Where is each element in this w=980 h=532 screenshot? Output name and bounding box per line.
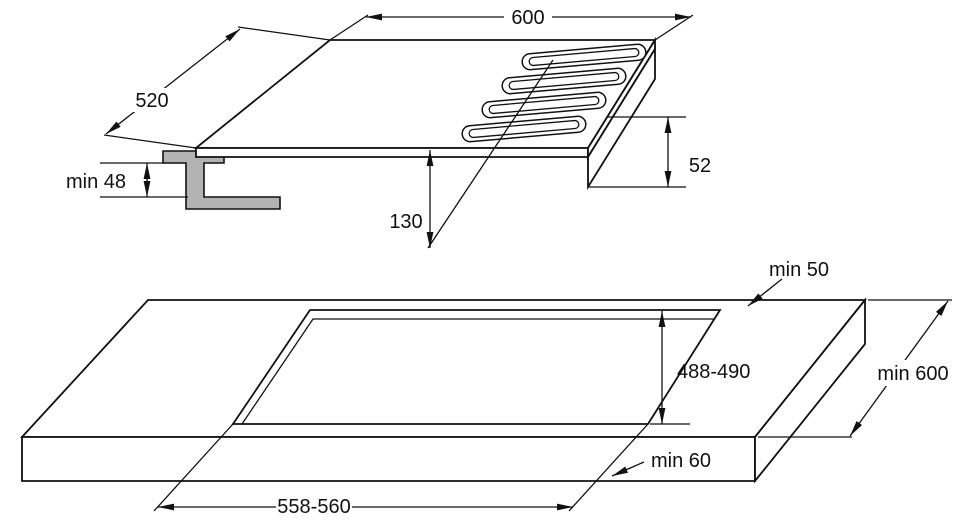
- dim-label-hob-depth: 520: [135, 90, 168, 112]
- extension-line: [103, 134, 197, 149]
- dim-front-clearance: min 60: [611, 450, 711, 477]
- dim-burner-distance: 130: [389, 150, 434, 248]
- mounting-bracket: [162, 150, 281, 210]
- dim-label-rear-clearance: min 50: [769, 259, 829, 281]
- dimension-line: [105, 28, 241, 135]
- dim-label-front-clearance: min 60: [651, 450, 711, 472]
- label-background: [276, 494, 352, 519]
- pan-support-bar: [481, 91, 607, 119]
- extension-line: [329, 14, 369, 41]
- label-background: [126, 88, 178, 112]
- dim-hob-depth: 520: [103, 26, 331, 149]
- burner-leader-line: [427, 59, 554, 249]
- dim-worktop-depth: min 600: [758, 299, 960, 438]
- dim-label-bracket-gap: min 48: [66, 171, 126, 193]
- extension-line: [153, 423, 234, 512]
- label-background: [504, 5, 552, 28]
- extension-line: [237, 26, 331, 41]
- dim-hob-width: 600: [329, 5, 694, 41]
- dim-cutout-width: 558-560: [153, 423, 649, 519]
- leader-line: [611, 461, 645, 477]
- dim-label-worktop-depth: min 600: [877, 363, 948, 385]
- dim-cutout-depth: 488-490: [650, 311, 750, 425]
- leader-line: [747, 278, 783, 307]
- worktop-view: min 50 488-490 min 600 min 60 558-5: [19, 259, 960, 519]
- pan-support-bar: [501, 67, 627, 95]
- cutout-inner-wall-line: [241, 318, 714, 425]
- label-background: [868, 360, 960, 386]
- dim-label-cutout-depth: 488-490: [677, 361, 750, 383]
- pan-support-bar: [461, 115, 587, 143]
- hob-front-edge-face: [195, 147, 589, 158]
- dim-label-hob-height: 52: [689, 155, 711, 177]
- dim-label-cutout-width: 558-560: [277, 496, 350, 518]
- extension-line: [654, 14, 694, 41]
- hob-view: 600 520 min 48 130 52: [66, 5, 711, 249]
- dim-label-burner-distance: 130: [389, 211, 422, 233]
- dim-bracket-gap: min 48: [66, 162, 188, 198]
- cutout-opening: [231, 309, 722, 425]
- pan-support-bar: [521, 43, 647, 71]
- worktop-front-face: [21, 436, 756, 482]
- extension-line: [568, 423, 649, 512]
- dim-rear-clearance: min 50: [747, 259, 829, 307]
- dim-label-hob-width: 600: [511, 7, 544, 29]
- dim-hob-height: 52: [588, 116, 711, 188]
